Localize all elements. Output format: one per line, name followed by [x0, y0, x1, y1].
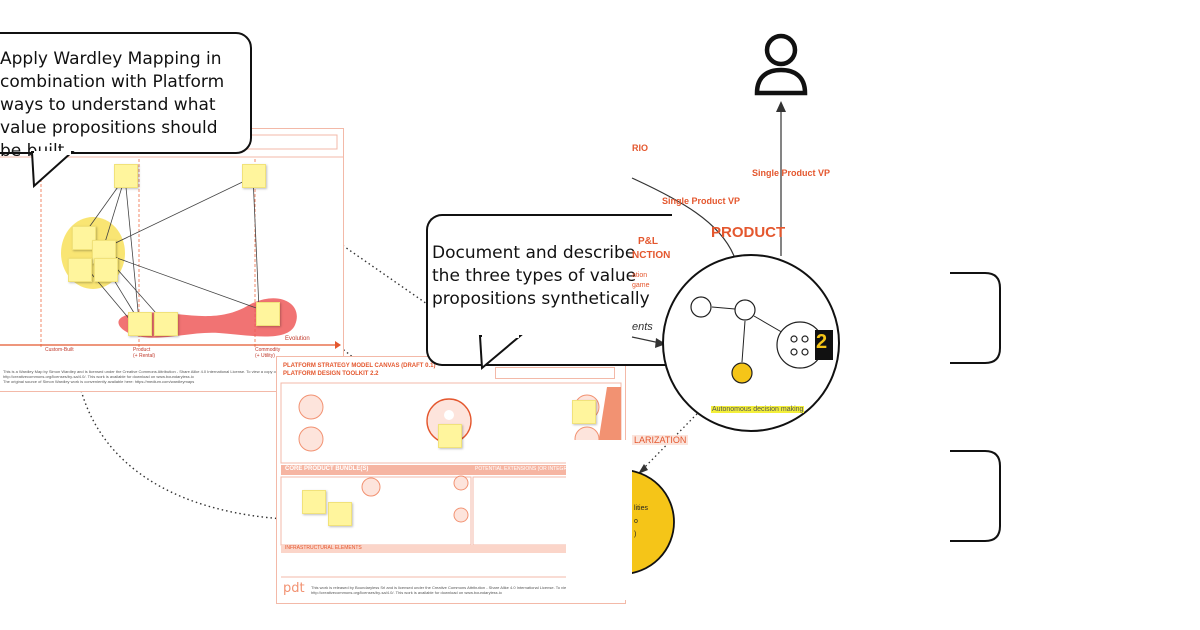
- sticky-note[interactable]: [128, 312, 152, 336]
- speech-bubble-document-text: Document and describe the three types of…: [432, 243, 650, 309]
- larization-label: LARIZATION: [632, 435, 689, 445]
- badge-number: 2: [816, 331, 828, 353]
- autonomous-label: Autonomous decision making: [711, 406, 805, 413]
- sticky-note[interactable]: [68, 258, 92, 282]
- wardley-evolution-label: Evolution: [285, 336, 310, 342]
- ents-fragment: ents: [632, 321, 653, 333]
- psm-title-1: PLATFORM STRATEGY MODEL CANVAS (DRAFT 0.…: [283, 363, 436, 369]
- cut-mask: [566, 440, 632, 600]
- single-vp-left-label: Single Product VP: [662, 196, 741, 206]
- yellow-fragment-2: o: [634, 518, 638, 525]
- psm-section-core: CORE PRODUCT BUNDLE(S): [285, 466, 369, 472]
- small-fragment-1: ation: [632, 272, 648, 279]
- psm-section-extensions: POTENTIAL EXTENSIONS (OR INTEGRATIONS): [475, 466, 587, 472]
- yellow-fragment-3: ): [634, 531, 637, 538]
- wardley-x-label-commodity: Commodity (+ Utility): [255, 347, 281, 359]
- sticky-note[interactable]: [242, 164, 266, 188]
- wardley-footer-line-2: http://creativecommons.org/licenses/by-s…: [3, 374, 194, 379]
- sticky-note[interactable]: [328, 502, 352, 526]
- sticky-note[interactable]: [256, 302, 280, 326]
- yellow-fragment-1: lities: [634, 505, 649, 512]
- sticky-note[interactable]: [154, 312, 178, 336]
- pdt-logo: pdt: [283, 581, 305, 596]
- single-vp-right-label: Single Product VP: [752, 168, 831, 178]
- speech-bubble-wardley: Apply Wardley Mapping in combination wit…: [0, 32, 252, 161]
- pl-fragment-2: NCTION: [632, 250, 671, 261]
- sticky-note[interactable]: [302, 490, 326, 514]
- scenario-fragment: RIO: [632, 143, 649, 153]
- wardley-footer: This is a Wardley Map by Simon Wardley a…: [3, 369, 333, 384]
- speech-bubble-document: Document and describe the three types of…: [426, 214, 672, 366]
- psm-footer-line-2: http://creativecommons.org/licenses/by-s…: [311, 590, 502, 595]
- speech-bubble-wardley-text: Apply Wardley Mapping in combination wit…: [0, 49, 225, 161]
- speech-bubble-document-tail: [478, 334, 523, 371]
- small-fragment-2: game: [632, 282, 650, 289]
- speech-bubble-wardley-tail: [30, 151, 75, 189]
- psm-footer: This work is released by Boundaryless Sr…: [311, 585, 581, 595]
- wardley-footer-line-3: The original source of Simon Wardley wor…: [3, 379, 195, 384]
- wardley-x-label-custom: Custom-Built: [45, 347, 74, 353]
- pl-fragment-1: P&L: [638, 236, 658, 247]
- wardley-x-label-product: Product (+ Rental): [133, 347, 156, 359]
- sticky-note[interactable]: [114, 164, 138, 188]
- sticky-note[interactable]: [438, 424, 462, 448]
- sticky-note[interactable]: [572, 400, 596, 424]
- psm-header-field: [495, 367, 615, 379]
- user-icon: [754, 33, 808, 96]
- wardley-footer-line-1: This is a Wardley Map by Simon Wardley a…: [3, 369, 307, 374]
- psm-section-infra: INFRASTRUCTURAL ELEMENTS: [285, 545, 362, 551]
- psm-footer-line-1: This work is released by Boundaryless Sr…: [311, 585, 581, 590]
- psm-title-2: PLATFORM DESIGN TOOLKIT 2.2: [283, 371, 379, 377]
- product-label: PRODUCT: [711, 224, 786, 241]
- sticky-note[interactable]: [94, 258, 118, 282]
